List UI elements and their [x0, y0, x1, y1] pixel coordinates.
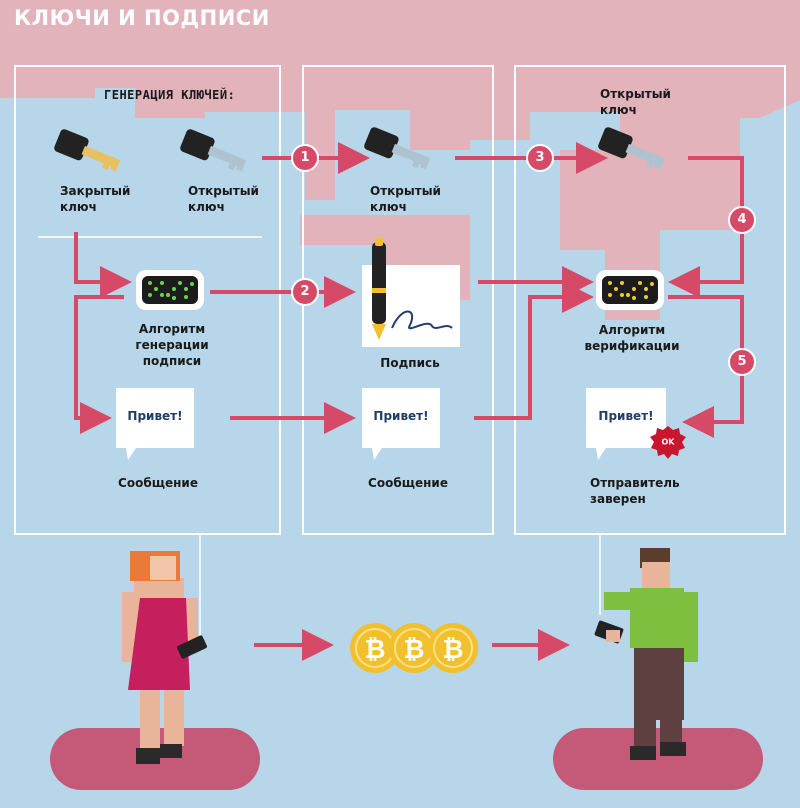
panel-verification	[514, 65, 786, 535]
svg-text:₿: ₿	[442, 635, 463, 665]
chip-icon	[596, 270, 664, 310]
message-text: Привет!	[598, 409, 654, 423]
public-key-icon	[180, 129, 247, 172]
bitcoin-icon: ₿	[428, 623, 478, 673]
svg-text:₿: ₿	[364, 635, 385, 665]
arrow-to-message	[74, 295, 124, 434]
signature-icon	[391, 310, 453, 330]
message-label: Сообщение	[118, 476, 198, 490]
step-badge-1	[291, 144, 319, 172]
sender-person	[122, 551, 207, 764]
step-number-3: 3	[535, 150, 545, 165]
pink-skyline	[0, 0, 800, 230]
public-key-icon	[364, 127, 431, 170]
receiver-person	[594, 548, 698, 760]
message-text: Привет!	[373, 409, 429, 423]
arrow-message-to-verification	[474, 281, 594, 420]
step-badge-2	[291, 278, 319, 306]
bitcoin-icon: ₿	[389, 623, 439, 673]
private-key-label: Закрытый ключ	[60, 184, 131, 214]
page-title: КЛЮЧИ И ПОДПИСИ	[14, 6, 270, 30]
arrow-private-key-to-algorithm	[74, 232, 132, 298]
ok-badge-icon	[650, 426, 686, 459]
message-label: Сообщение	[368, 476, 448, 490]
step-badge-3	[526, 144, 554, 172]
private-key-icon	[54, 129, 121, 172]
signature-label: Подпись	[380, 356, 440, 370]
step-number-5: 5	[737, 354, 747, 369]
svg-text:₿: ₿	[403, 635, 424, 665]
public-key-label: Открытый ключ	[370, 184, 441, 214]
message-bubble	[362, 388, 440, 460]
ok-badge-label: OK	[661, 437, 675, 447]
key-generation-heading: ГЕНЕРАЦИЯ КЛЮЧЕЙ:	[104, 88, 236, 102]
message-bubble	[586, 388, 666, 460]
step-number-1: 1	[300, 150, 310, 165]
public-key-label: Открытый ключ	[188, 184, 259, 214]
ground-right	[553, 728, 763, 790]
message-bubble	[116, 388, 194, 460]
public-key-label: Открытый ключ	[600, 87, 671, 117]
step-number-2: 2	[300, 284, 310, 299]
sender-verified-label: Отправитель заверен	[590, 476, 680, 506]
chip-icon	[136, 270, 204, 310]
step-badge-4	[728, 206, 756, 234]
signature-algorithm-label: Алгоритм генерации подписи	[135, 322, 209, 368]
message-text: Привет!	[127, 409, 183, 423]
panel-key-generation	[14, 65, 281, 535]
step-number-4: 4	[737, 212, 747, 227]
bitcoin-icon: ₿	[350, 623, 400, 673]
verification-algorithm-label: Алгоритм верификации	[584, 323, 680, 353]
pen-icon	[372, 238, 386, 340]
step-badge-5	[728, 348, 756, 376]
